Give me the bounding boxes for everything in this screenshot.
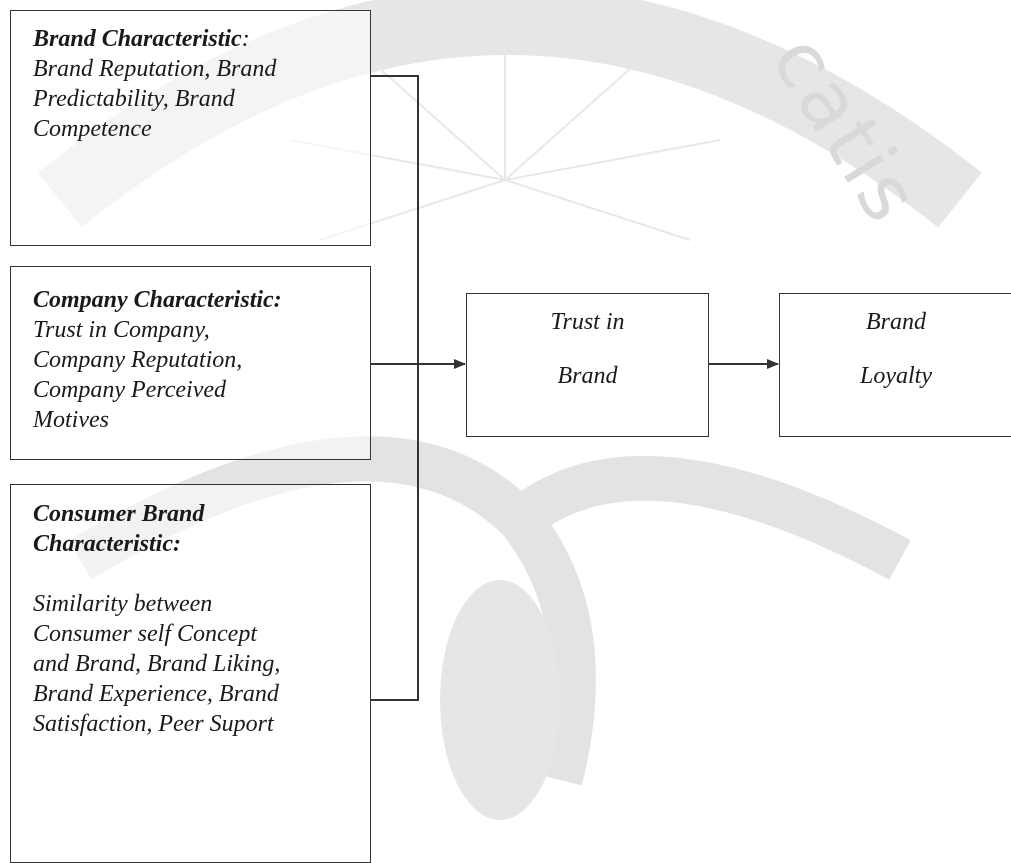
loyalty-line-1: Brand — [866, 309, 926, 335]
loyalty-line-2: Loyalty — [860, 363, 932, 389]
trust-line-2: Brand — [557, 363, 618, 389]
company-characteristic-box: Company Characteristic: Trust in Company… — [10, 266, 371, 460]
bracket-line — [371, 75, 419, 701]
company-line-2: Company Reputation, — [33, 347, 243, 373]
company-characteristic-heading: Company Characteristic: — [33, 287, 282, 313]
brand-loyalty-box: Brand Loyalty — [779, 293, 1011, 437]
company-line-1: Trust in Company, — [33, 317, 210, 343]
company-line-4: Motives — [33, 407, 109, 433]
trust-line-1: Trust in — [550, 309, 625, 335]
company-line-3: Company Perceived — [33, 377, 227, 403]
